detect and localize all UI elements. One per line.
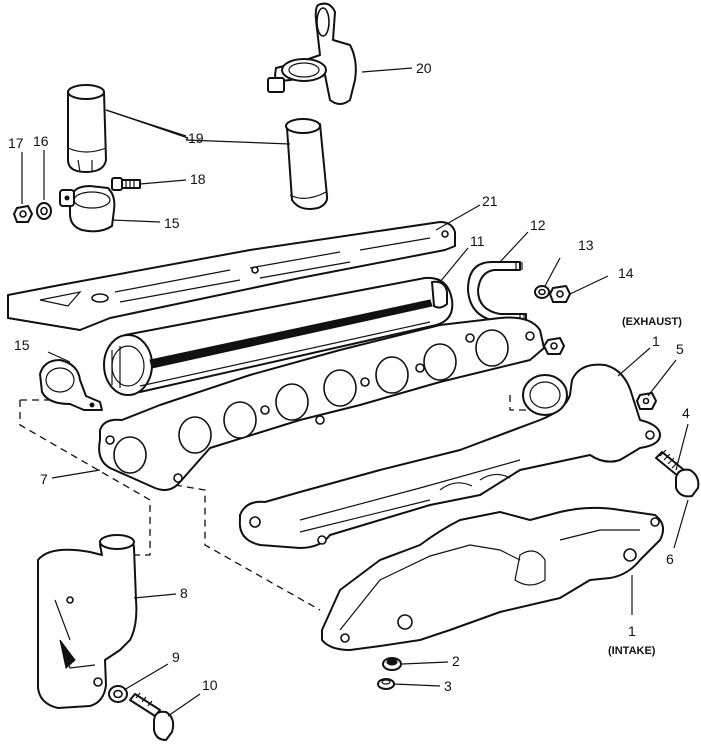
part-15-clamp-upper [59,185,116,233]
callout-14: 14 [618,265,634,281]
part-9-washer [108,685,128,703]
callout-3: 3 [444,678,452,694]
part-15-clamp-left [39,359,103,411]
callout-20: 20 [416,60,432,76]
part-16-washer [36,202,52,220]
part-2-plug [382,657,402,671]
callout-8: 8 [180,585,188,601]
part-18-bolt [111,177,141,191]
callout-16: 16 [33,133,49,149]
part-19-pipe-upper [67,84,107,173]
callout-5: 5 [676,341,684,357]
nut-small-right [543,337,565,355]
callout-21: 21 [482,193,498,209]
part-14-nut [549,285,571,303]
callout-18: 18 [190,171,206,187]
part-11-muffler [103,276,454,396]
callout-1-intake: 1 [628,623,636,639]
callout-6: 6 [666,551,674,567]
callout-15-upper: 15 [164,215,180,231]
leader-lines [21,67,689,717]
part-7-gasket [98,316,545,491]
callout-10: 10 [202,677,218,693]
part-5-nut [636,392,657,410]
callout-17: 17 [8,135,24,151]
callout-1-exhaust: 1 [652,333,660,349]
callout-4: 4 [682,405,690,421]
callout-13: 13 [578,237,594,253]
part-3-cap [377,678,395,690]
callout-2: 2 [452,653,460,669]
exhaust-label: (EXHAUST) [622,316,682,328]
intake-label: (INTAKE) [608,645,656,657]
part-17-nut [13,205,33,223]
callout-19: 19 [188,130,204,146]
part-13-washer [534,285,550,299]
callout-labels: 20 19 18 15 16 17 21 11 12 13 14 (EXHAUS… [8,60,690,694]
callout-7: 7 [40,471,48,487]
part-12-u-bolt [467,261,527,323]
part-4-stud-bolt [655,449,700,498]
callout-11: 11 [470,233,485,249]
callout-15-left: 15 [14,337,30,353]
callout-9: 9 [172,649,180,665]
part-21-heat-shield [7,221,456,331]
part-1-exhaust-manifold [238,363,661,549]
part-20-clamp-lever [267,2,357,105]
part-10-bolt [129,692,175,741]
part-1-intake-manifold [321,506,665,651]
part-8-elbow-pipe [37,534,138,709]
part-19-pipe-lower [285,118,329,210]
callout-12: 12 [530,217,546,233]
